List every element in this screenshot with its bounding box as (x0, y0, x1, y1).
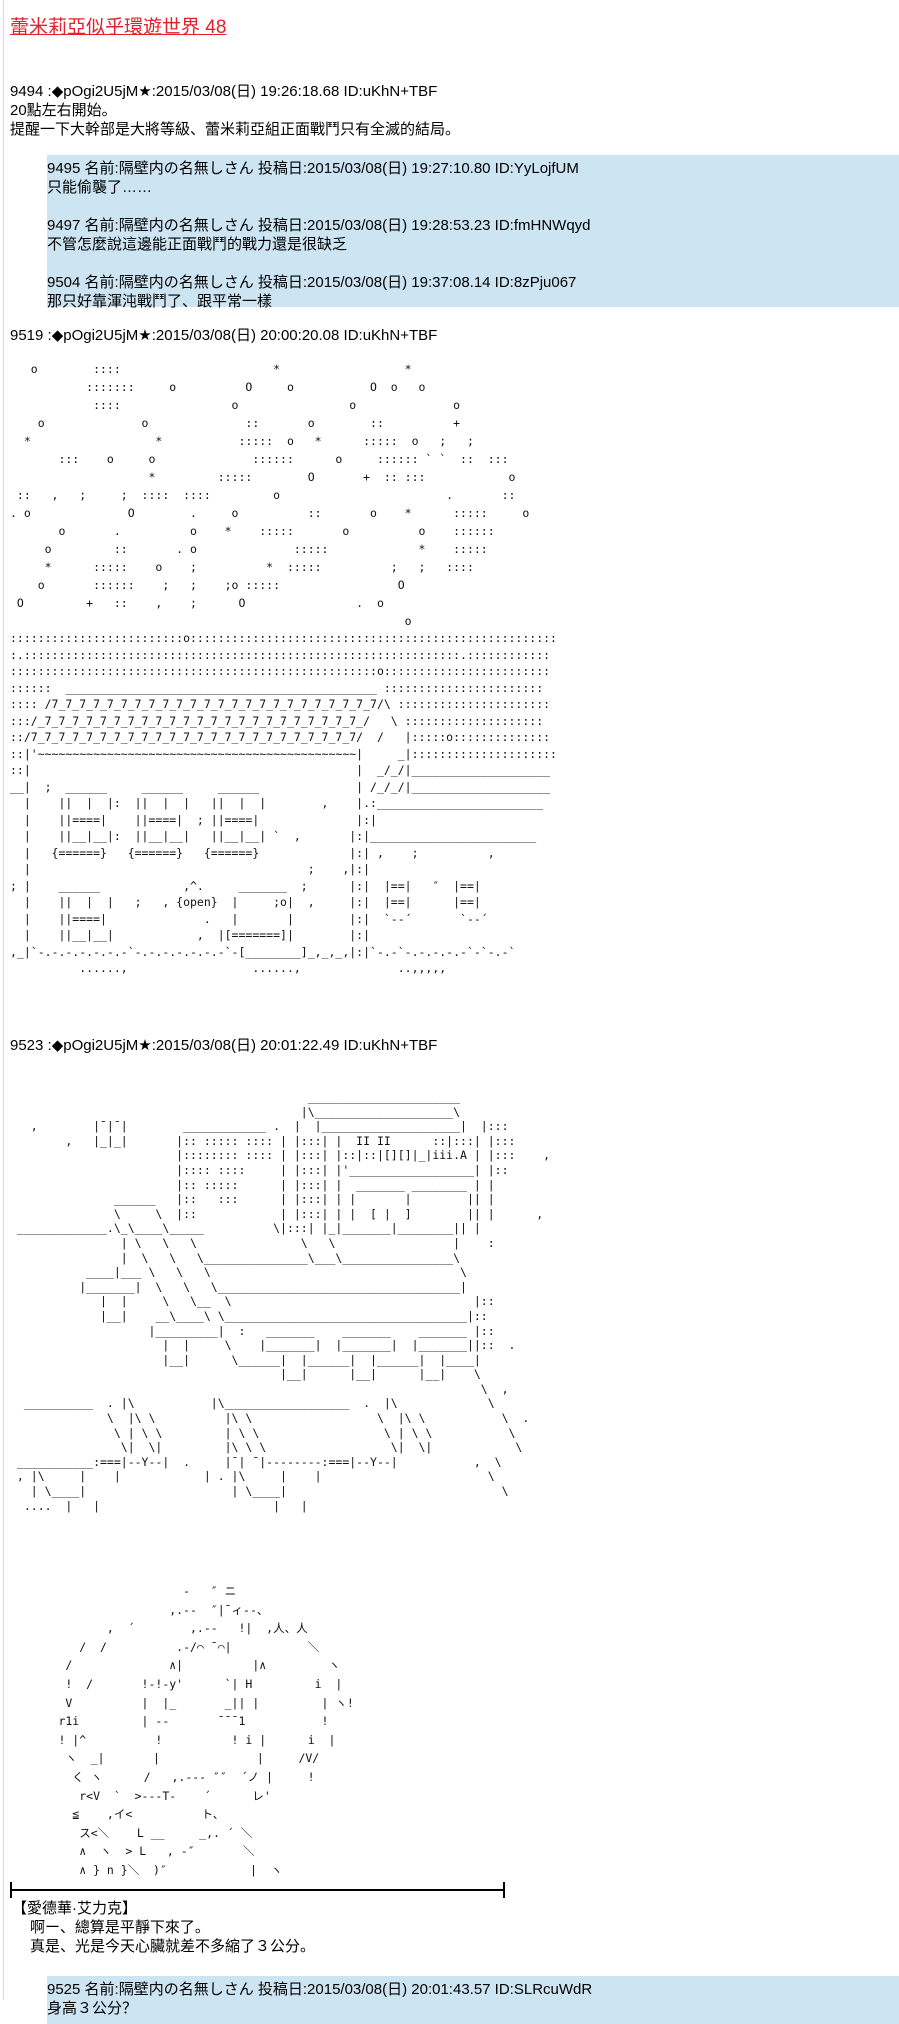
reply-block: 9495 名前:隔壁内の名無しさん 投稿日:2015/03/08(日) 19:2… (47, 155, 899, 310)
reply-header: 9497 名前:隔壁内の名無しさん 投稿日:2015/03/08(日) 19:2… (47, 217, 591, 234)
ascii-art-classroom: ______________________ |\_______________… (16, 1090, 551, 1513)
post-header: 9519 :◆pOgi2U5jM★:2015/03/08(日) 20:00:20… (10, 327, 438, 344)
post-9494: 9494 :◆pOgi2U5jM★:2015/03/08(日) 19:26:18… (10, 82, 460, 139)
post-9519: 9519 :◆pOgi2U5jM★:2015/03/08(日) 20:00:20… (10, 326, 437, 345)
reply-block: 9525 名前:隔壁内の名無しさん 投稿日:2015/03/08(日) 20:0… (47, 1976, 899, 2024)
character-dialogue: 【愛德華·艾力克】 啊ー、總算是平靜下來了。 真是、光是今天心臟就差不多縮了３公… (12, 1899, 315, 1956)
dialogue-line: 真是、光是今天心臟就差不多縮了３公分。 (30, 1938, 316, 1955)
reply-9504: 9504 名前:隔壁内の名無しさん 投稿日:2015/03/08(日) 19:3… (47, 273, 899, 311)
page-left-border (3, 0, 4, 2000)
reply-body: 那只好靠渾沌戰鬥了、跟平常一樣 (47, 293, 273, 310)
post-header: 9494 :◆pOgi2U5jM★:2015/03/08(日) 19:26:18… (10, 83, 438, 100)
speaker-name: 【愛德華·艾力克】 (12, 1900, 137, 1917)
post-line: 20點左右開始。 (10, 102, 117, 119)
dialogue-line: 啊ー、總算是平靜下來了。 (30, 1919, 210, 1936)
ascii-art-house: :::::::::::::::::::::::::o::::::::::::::… (10, 631, 557, 975)
separator-line (10, 1882, 505, 1898)
reply-9497: 9497 名前:隔壁内の名無しさん 投稿日:2015/03/08(日) 19:2… (47, 216, 899, 254)
ascii-art-character-face: - ″ ニ ,.-- ″|¯ィ--、 , ´ ,.-- !| ,人、人 / / … (58, 1584, 354, 1877)
reply-9525: 9525 名前:隔壁内の名無しさん 投稿日:2015/03/08(日) 20:0… (47, 1980, 899, 2018)
reply-body: 身高３公分？ (47, 2000, 138, 2017)
reply-header: 9495 名前:隔壁内の名無しさん 投稿日:2015/03/08(日) 19:2… (47, 160, 579, 177)
post-header: 9523 :◆pOgi2U5jM★:2015/03/08(日) 20:01:22… (10, 1037, 438, 1054)
post-9523: 9523 :◆pOgi2U5jM★:2015/03/08(日) 20:01:22… (10, 1036, 437, 1055)
reply-body: 只能偷襲了…… (47, 179, 153, 196)
reply-body: 不管怎麼說這邊能正面戰鬥的戰力還是很缺乏 (47, 236, 348, 253)
thread-title-link[interactable]: 蕾米莉亞似乎環遊世界 48 (10, 17, 227, 38)
reply-header: 9525 名前:隔壁内の名無しさん 投稿日:2015/03/08(日) 20:0… (47, 1981, 593, 1998)
ascii-art-night-sky: o :::: * * ::::::: o O o O o o :::: o o … (10, 362, 530, 628)
reply-9495: 9495 名前:隔壁内の名無しさん 投稿日:2015/03/08(日) 19:2… (47, 159, 899, 197)
post-line: 提醒一下大幹部是大將等級、蕾米莉亞組正面戰鬥只有全滅的結局。 (10, 121, 461, 138)
reply-header: 9504 名前:隔壁内の名無しさん 投稿日:2015/03/08(日) 19:3… (47, 274, 577, 291)
